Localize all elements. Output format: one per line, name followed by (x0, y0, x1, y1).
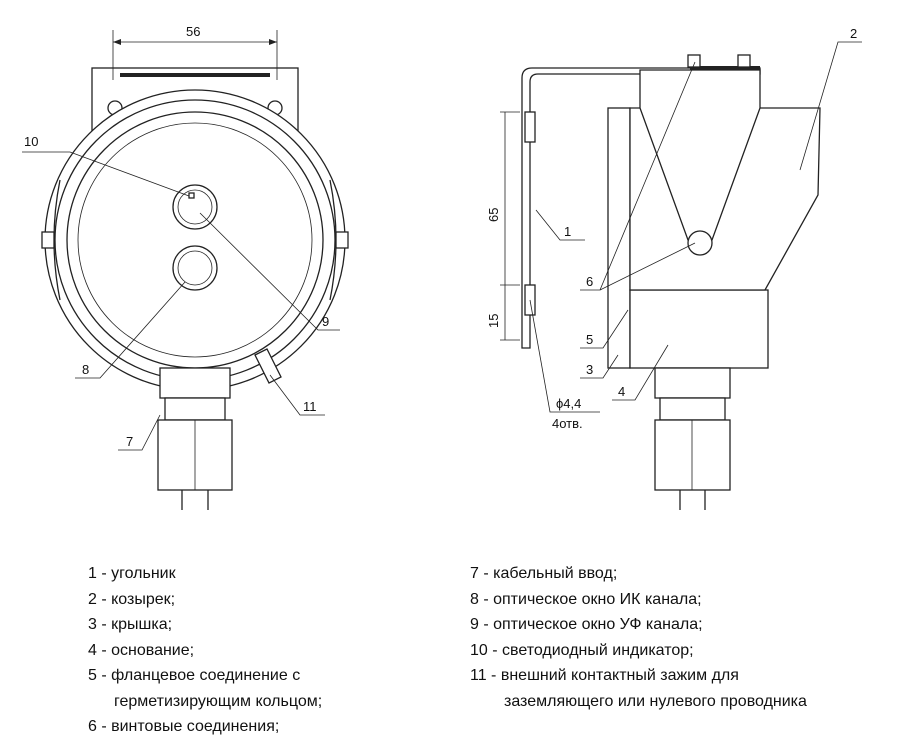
legend-item-5-cont: герметизирующим кольцом; (114, 692, 323, 710)
callout-7: 7 (126, 434, 133, 449)
screw-top-2 (737, 54, 751, 68)
callout-3: 3 (586, 362, 593, 377)
pivot-screw (687, 230, 713, 256)
leader-4 (612, 344, 669, 401)
callout-11: 11 (303, 399, 317, 414)
legend-item-10: 10 - светодиодный индикатор; (470, 641, 694, 659)
leader-2 (799, 41, 862, 171)
leader-1 (535, 209, 585, 241)
leader-6b (599, 242, 696, 291)
hole-count-label: 4отв. (552, 416, 583, 431)
gland-hex-side (654, 419, 731, 491)
callout-1: 1 (564, 224, 571, 239)
ground-clamp (254, 348, 282, 384)
technical-drawing: 56 10 9 8 7 11 (22, 24, 862, 510)
dim-label-56: 56 (186, 24, 200, 39)
callout-9: 9 (322, 314, 329, 329)
callout-8: 8 (82, 362, 89, 377)
legend-right: 7 - кабельный ввод; 8 - оптическое окно … (470, 561, 807, 714)
led-indicator (188, 192, 195, 199)
legend-item-11: 11 - внешний контактный зажим для (470, 667, 739, 684)
leader-11 (269, 374, 325, 416)
screw-left (41, 231, 55, 249)
legend-item-11-cont: заземляющего или нулевого проводника (504, 692, 807, 710)
leader-10 (22, 151, 190, 197)
ir-window (172, 245, 218, 291)
cable-side (679, 490, 706, 510)
legend-item-7: 7 - кабельный ввод; (470, 565, 618, 582)
callout-4: 4 (618, 384, 625, 399)
legend-item-1: 1 - угольник (88, 565, 176, 582)
gland-body-front (164, 397, 226, 421)
housing-outer (44, 89, 346, 391)
base-side (629, 289, 769, 369)
legend-item-5: 5 - фланцевое соединение с (88, 667, 301, 684)
hole-diameter-label: ϕ4,4 (556, 396, 581, 411)
legend-item-6: 6 - винтовые соединения; (88, 718, 280, 735)
gland-body-side (659, 397, 726, 421)
cover-inner (77, 122, 313, 358)
front-view: 56 10 9 8 7 11 (22, 24, 349, 510)
dim-label-15: 15 (486, 314, 501, 328)
screw-top-1 (687, 54, 701, 68)
cover-side (607, 107, 631, 369)
legend-left: 1 - угольник 2 - козырек; 3 - крышка; 4 … (88, 561, 322, 740)
callout-10: 10 (24, 134, 38, 149)
dim-label-65: 65 (486, 208, 501, 222)
side-view: 65 15 1 2 6 5 3 4 ϕ4,4 4отв. (486, 26, 862, 510)
leader-9 (199, 212, 340, 331)
callout-6: 6 (586, 274, 593, 289)
gland-nut-front (159, 367, 231, 399)
legend-item-3: 3 - крышка; (88, 616, 173, 633)
leader-3 (580, 354, 619, 379)
uv-window-inner (177, 189, 213, 225)
uv-window (172, 184, 218, 230)
leader-5 (580, 309, 629, 349)
legend-item-8: 8 - оптическое окно ИК канала; (470, 590, 702, 608)
ir-window-inner (177, 250, 213, 286)
bracket-plate (120, 73, 270, 77)
legend-item-4: 4 - основание; (88, 641, 195, 659)
leader-8 (75, 281, 186, 379)
leader-7 (118, 414, 161, 451)
screw-right (335, 231, 349, 249)
callout-2: 2 (850, 26, 857, 41)
leader-hole (529, 299, 600, 413)
bracket-top-plate (690, 66, 760, 70)
bracket-slot-top (524, 111, 536, 143)
legend-item-9: 9 - оптическое окно УФ канала; (470, 616, 703, 633)
gland-nut-side (654, 367, 731, 399)
legend-item-2: 2 - козырек; (88, 590, 176, 608)
cable-front (181, 490, 209, 510)
callout-5: 5 (586, 332, 593, 347)
